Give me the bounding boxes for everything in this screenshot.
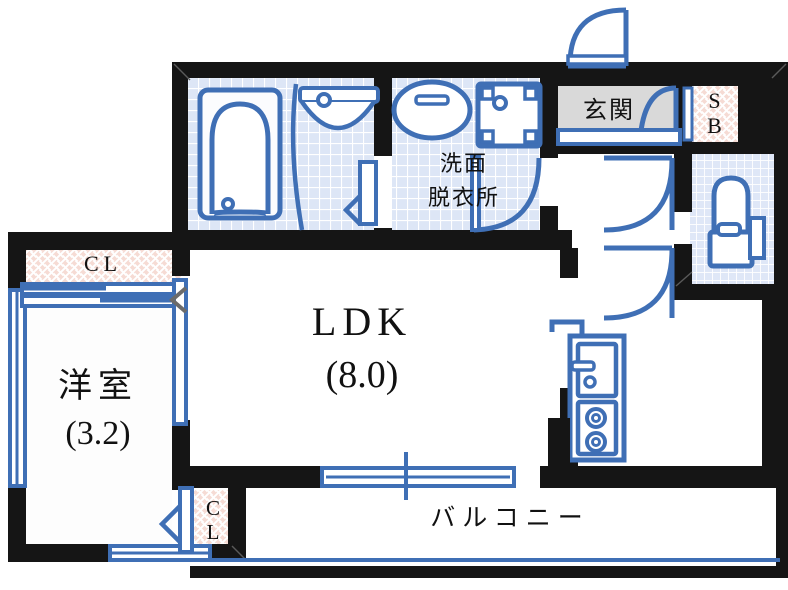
bedroom-window-west [8,288,27,488]
toilet-tank [716,222,742,237]
wall-toilet-west-lower [674,244,692,288]
shower-counter [298,86,380,104]
wall-toilet-east [774,152,788,300]
washroom-fixtures [391,79,543,233]
toilet-side-cabinet [748,216,766,260]
wall-ldk-south-right [540,466,780,488]
wall-closet-balcony-north [172,470,246,486]
wall-shoebox-east [738,86,788,144]
wall-ldk-east [762,284,788,480]
closet-door-bedroom [20,282,182,308]
wall-bedroom-east-upper [172,248,190,276]
shower-room-divider [290,83,305,231]
wall-corridor-west [540,206,558,250]
front-door-arc [567,7,627,65]
bathroom-door-panel [358,160,378,226]
burner-front-outer [585,407,607,429]
toilet-seat-base [707,229,755,269]
wall-corner-bevels [173,63,787,561]
closet-door-balcony [158,486,194,554]
wall-balcony-south [190,566,788,578]
bathtub-inner [209,101,271,217]
kitchen-fixtures [549,319,627,463]
bedroom-door [168,278,188,426]
vanity-faucet [414,94,450,106]
washroom-door-leaf [470,154,481,232]
bedroom-window-south [108,544,212,562]
shoe-box-fill [690,86,738,142]
wall-closet-balcony-east [228,470,246,562]
pan-drain [492,95,508,111]
bevel-toilet-sw [675,271,693,287]
sink-faucet [570,360,596,372]
shoe-box-door [682,86,694,142]
entrance-step [556,128,682,146]
burner-rear-outer [585,431,607,453]
toilet-bowl [711,175,751,239]
corridor-door-upper-arc [603,159,675,233]
wall-toilet-south [674,284,788,300]
wall-washroom-east [540,78,558,158]
bathtub-drain [221,197,235,211]
pan-foot-nw [480,86,495,101]
windows [8,54,780,562]
storage-fills [22,86,738,560]
balcony-floor [190,480,778,562]
wall-toilet-west [674,152,692,212]
bevel-ne [771,63,787,79]
toilet-door-arc [603,249,675,321]
closet-bedroom-fill [22,246,184,286]
sink-drain [583,375,597,389]
toilet-fixtures [707,175,766,269]
entry-transom [566,54,628,66]
basin-faucet [316,92,332,108]
bevel-nw [173,63,191,81]
burner-front-inner [591,413,601,423]
range-hood [549,319,585,336]
pan-foot-ne [523,86,538,101]
balcony-sliding-window [320,452,516,500]
pan-foot-se [523,129,538,144]
washroom-door-arc [473,157,542,233]
burner-rear-inner [591,437,601,447]
kitchen-wall-stub [548,418,570,466]
bathroom-fixtures [197,83,380,231]
bathroom-door-fold-arrow [342,194,362,226]
ldk-floor [190,248,578,468]
washbasin-bowl [300,100,376,131]
wall-wetarea-south [172,230,572,250]
wall-bedroom-north [8,232,188,250]
bevel-balcony-sw [231,545,247,561]
vanity-basin [391,79,473,141]
wall-ldk-east-upper [560,248,578,278]
wall-balcony-east [776,480,788,572]
pan-foot-sw [480,129,495,144]
